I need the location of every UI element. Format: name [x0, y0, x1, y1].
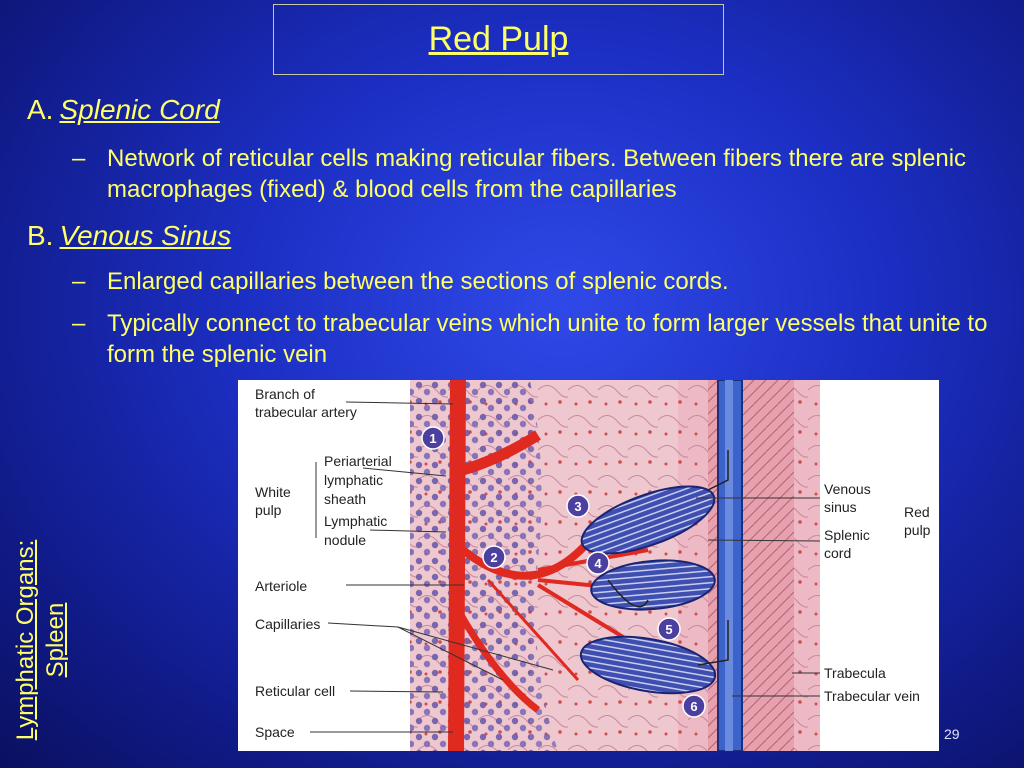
- step-badges: 1 2 3 4 5 6: [421, 426, 706, 718]
- step-badge-3: [566, 494, 590, 518]
- slide-title: Red Pulp: [428, 20, 569, 58]
- label-pals-line-1: Periarterial: [324, 453, 392, 469]
- bullet-dash: –: [72, 145, 86, 172]
- label-trabecula: Trabecula: [824, 665, 886, 681]
- side-label-line-1: Lymphatic Organs:: [12, 539, 39, 741]
- label-pals-line-3: sheath: [324, 491, 366, 507]
- section-b-title: Venous Sinus: [59, 220, 232, 251]
- label-venous-sinus-line-2: sinus: [824, 499, 857, 515]
- bullet-text: Typically connect to trabecular veins wh…: [107, 310, 988, 368]
- label-red-pulp-line-1: Red: [904, 504, 930, 520]
- section-a-letter: A.: [27, 94, 54, 125]
- section-a-heading: A.Splenic Cord: [27, 94, 220, 126]
- step-badge-4: [586, 551, 610, 575]
- right-labels: Venous sinus Splenic cord Red pulp Trabe…: [820, 380, 939, 751]
- step-badge-1: [421, 426, 445, 450]
- bullet-text: Enlarged capillaries between the section…: [107, 268, 729, 295]
- side-label: Lymphatic Organs: Spleen: [6, 520, 76, 760]
- label-nodule-line-2: nodule: [324, 532, 366, 548]
- label-trabecular-vein: Trabecular vein: [824, 688, 920, 704]
- label-splenic-cord-line-2: cord: [824, 545, 851, 561]
- side-label-rotated: Lymphatic Organs: Spleen: [11, 540, 71, 741]
- red-pulp-diagram: 1 2 3 4 5 6: [255, 380, 939, 751]
- bullet-text: Network of reticular cells making reticu…: [107, 145, 967, 203]
- label-arteriole: Arteriole: [255, 578, 307, 594]
- label-white-pulp-line-2: pulp: [255, 502, 282, 518]
- step-number-3: 3: [574, 499, 581, 514]
- step-number-6: 6: [690, 699, 697, 714]
- label-splenic-cord-line-1: Splenic: [824, 527, 870, 543]
- section-a-title: Splenic Cord: [59, 94, 220, 125]
- bullet-dash: –: [72, 310, 86, 337]
- label-reticular-cell: Reticular cell: [255, 683, 335, 699]
- section-b-bullet-1: – Enlarged capillaries between the secti…: [72, 266, 1002, 297]
- label-space: Space: [255, 724, 295, 740]
- section-b-bullet-2: – Typically connect to trabecular veins …: [72, 308, 1002, 370]
- label-branch-line-2: trabecular artery: [255, 404, 357, 420]
- step-number-4: 4: [594, 556, 602, 571]
- red-pulp-figure: 1 2 3 4 5 6: [238, 380, 939, 751]
- label-capillaries: Capillaries: [255, 616, 320, 632]
- step-badge-6: [682, 694, 706, 718]
- step-number-5: 5: [665, 622, 672, 637]
- label-red-pulp-line-2: pulp: [904, 522, 931, 538]
- step-badge-2: [482, 545, 506, 569]
- page-number: 29: [944, 726, 960, 742]
- label-branch-line-1: Branch of: [255, 386, 315, 402]
- side-label-line-2: Spleen: [42, 602, 69, 678]
- label-nodule-line-1: Lymphatic: [324, 513, 387, 529]
- left-labels: Branch of trabecular artery White pulp P…: [255, 386, 392, 740]
- tissue-illustration: [410, 380, 828, 751]
- slide-title-box: Red Pulp: [273, 4, 724, 75]
- label-venous-sinus-line-1: Venous: [824, 481, 871, 497]
- bullet-dash: –: [72, 268, 86, 295]
- label-pals-line-2: lymphatic: [324, 472, 383, 488]
- section-b-letter: B.: [27, 220, 54, 251]
- step-number-2: 2: [490, 550, 497, 565]
- section-a-bullet-1: – Network of reticular cells making reti…: [72, 143, 1002, 205]
- label-white-pulp-line-1: White: [255, 484, 291, 500]
- step-badge-5: [657, 617, 681, 641]
- section-b-heading: B.Venous Sinus: [27, 220, 231, 252]
- step-number-1: 1: [429, 431, 436, 446]
